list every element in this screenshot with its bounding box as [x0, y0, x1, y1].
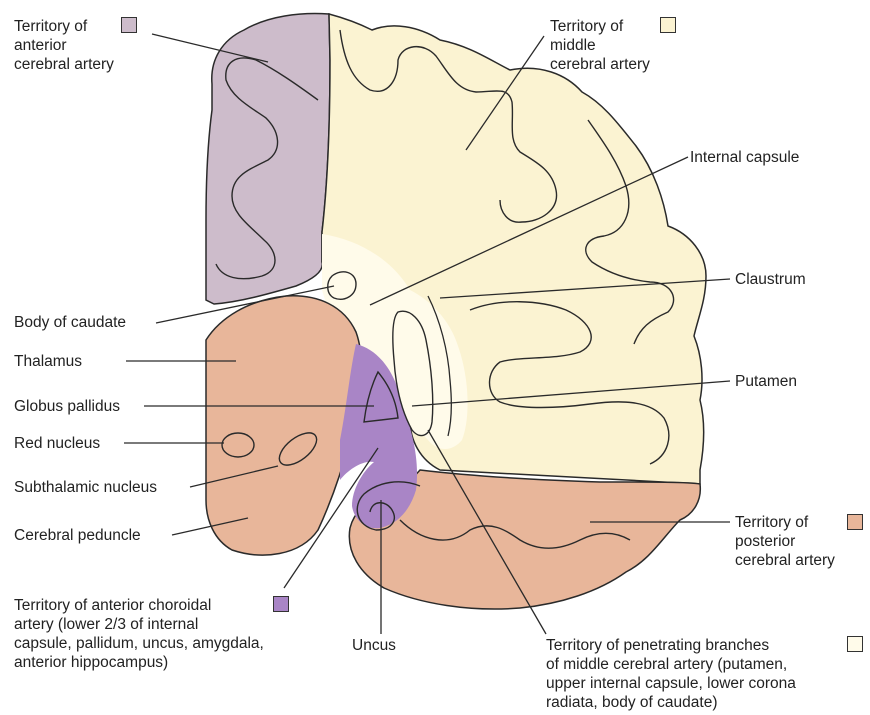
mca-swatch: [660, 17, 676, 33]
label-line: Territory of: [550, 17, 650, 36]
aca-territory-region: [206, 14, 330, 304]
label-line: Territory of: [14, 17, 114, 36]
label-line: Territory of penetrating branches: [546, 636, 796, 655]
label-line: Territory of: [735, 513, 835, 532]
label-line: Uncus: [352, 636, 396, 655]
label-line: Red nucleus: [14, 434, 100, 453]
label-line: Putamen: [735, 372, 797, 391]
label-putamen: Putamen: [735, 372, 797, 391]
label-penetrating-branches: Territory of penetrating branches of mid…: [546, 636, 796, 712]
label-red-nucleus: Red nucleus: [14, 434, 100, 453]
caudate-outline: [328, 272, 356, 299]
label-line: Cerebral peduncle: [14, 526, 141, 545]
label-line: anterior hippocampus): [14, 653, 264, 672]
label-line: Globus pallidus: [14, 397, 120, 416]
label-line: artery (lower 2/3 of internal: [14, 615, 264, 634]
label-line: Body of caudate: [14, 313, 126, 332]
label-line: Subthalamic nucleus: [14, 478, 157, 497]
label-cerebral-peduncle: Cerebral peduncle: [14, 526, 141, 545]
pca-territory-region: [206, 296, 362, 555]
pca-swatch: [847, 514, 863, 530]
label-middle-cerebral: Territory of middle cerebral artery: [550, 17, 650, 74]
label-line: cerebral artery: [550, 55, 650, 74]
label-line: cerebral artery: [14, 55, 114, 74]
label-line: anterior: [14, 36, 114, 55]
ach-swatch: [273, 596, 289, 612]
aca-swatch: [121, 17, 137, 33]
label-claustrum: Claustrum: [735, 270, 806, 289]
label-subthalamic-nucleus: Subthalamic nucleus: [14, 478, 157, 497]
label-line: Internal capsule: [690, 148, 799, 167]
label-anterior-cerebral: Territory of anterior cerebral artery: [14, 17, 114, 74]
label-line: posterior: [735, 532, 835, 551]
label-line: cerebral artery: [735, 551, 835, 570]
label-line: of middle cerebral artery (putamen,: [546, 655, 796, 674]
label-line: Thalamus: [14, 352, 82, 371]
label-line: middle: [550, 36, 650, 55]
label-posterior-cerebral: Territory of posterior cerebral artery: [735, 513, 835, 570]
label-line: upper internal capsule, lower corona: [546, 674, 796, 693]
label-line: Territory of anterior choroidal: [14, 596, 264, 615]
penetrating-swatch: [847, 636, 863, 652]
label-internal-capsule: Internal capsule: [690, 148, 799, 167]
label-globus-pallidus: Globus pallidus: [14, 397, 120, 416]
label-line: Claustrum: [735, 270, 806, 289]
label-body-of-caudate: Body of caudate: [14, 313, 126, 332]
label-line: radiata, body of caudate): [546, 693, 796, 712]
label-thalamus: Thalamus: [14, 352, 82, 371]
label-line: capsule, pallidum, uncus, amygdala,: [14, 634, 264, 653]
label-anterior-choroidal: Territory of anterior choroidal artery (…: [14, 596, 264, 672]
label-uncus: Uncus: [352, 636, 396, 655]
